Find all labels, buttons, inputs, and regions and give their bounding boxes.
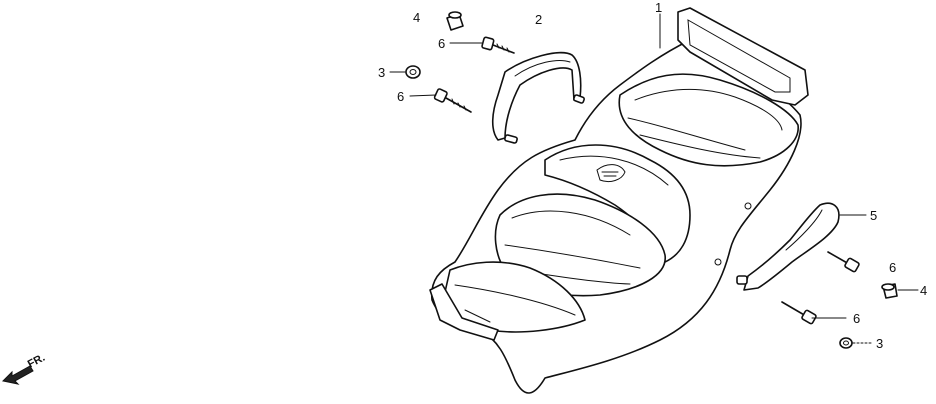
bolt-left <box>433 88 472 113</box>
callout-6-top: 6 <box>438 36 445 51</box>
leader-lines <box>389 13 919 344</box>
cap-nut-top <box>446 11 464 31</box>
nut-right <box>839 337 853 349</box>
grab-rail-right <box>736 202 840 291</box>
callout-1: 1 <box>655 0 662 15</box>
callout-4-right: 4 <box>920 283 927 298</box>
cap-nut-right <box>881 283 898 299</box>
callout-6-left: 6 <box>397 89 404 104</box>
callout-4-top: 4 <box>413 10 420 25</box>
callout-labels: 1 2 3 4 5 6 6 6 6 4 3 <box>378 0 927 351</box>
callout-3-left: 3 <box>378 65 385 80</box>
bolt-top <box>481 36 515 54</box>
grab-rail-left <box>491 51 585 144</box>
callout-6-right-upper: 6 <box>889 260 896 275</box>
seat-assembly <box>429 7 809 394</box>
callout-6-right-lower: 6 <box>853 311 860 326</box>
callout-5: 5 <box>870 208 877 223</box>
bolt-right-upper <box>827 251 860 273</box>
bolt-right-lower <box>781 301 817 325</box>
front-direction-label: FR. <box>26 352 47 371</box>
front-direction-indicator: FR. <box>1 352 47 385</box>
nut-left <box>405 65 421 79</box>
front-arrow-icon <box>1 365 34 385</box>
callout-3-right: 3 <box>876 336 883 351</box>
callout-2: 2 <box>535 12 542 27</box>
